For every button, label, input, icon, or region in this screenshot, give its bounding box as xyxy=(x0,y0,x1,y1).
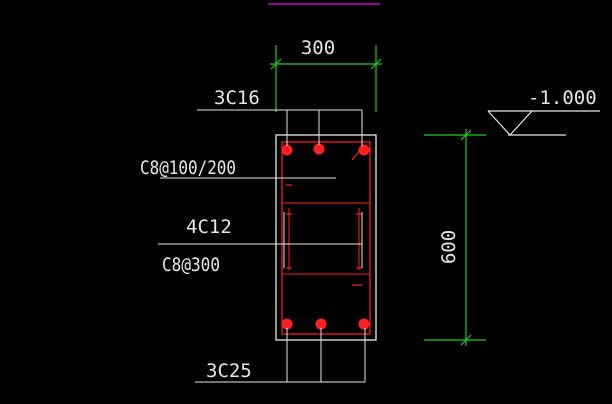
side-bar-marks xyxy=(286,184,362,286)
tie-bars-label: C8@300 xyxy=(162,254,220,276)
outer-stirrup xyxy=(281,141,371,335)
elevation-marker xyxy=(487,110,600,136)
elevation-label: -1.000 xyxy=(528,87,597,109)
width-dimension-label: 300 xyxy=(301,37,335,59)
top-bar xyxy=(281,144,293,156)
side-bars-label: 4C12 xyxy=(186,216,232,238)
height-dimension xyxy=(424,129,486,346)
bottom-bar xyxy=(315,318,327,330)
stirrup-label: C8@100/200 xyxy=(140,157,236,179)
height-dimension-label: 600 xyxy=(438,230,460,264)
bottom-bar xyxy=(358,318,370,330)
top-bars xyxy=(281,143,370,156)
bottom-bars-label: 3C25 xyxy=(206,360,252,382)
top-bar xyxy=(358,144,370,156)
leader-lines xyxy=(158,109,366,383)
side-bar-zone xyxy=(282,202,370,275)
bottom-bar xyxy=(281,318,293,330)
top-bar xyxy=(313,143,325,155)
bottom-bars xyxy=(281,318,370,330)
section-outline xyxy=(275,134,377,341)
width-dimension xyxy=(270,45,382,112)
top-bars-label: 3C16 xyxy=(214,87,260,109)
